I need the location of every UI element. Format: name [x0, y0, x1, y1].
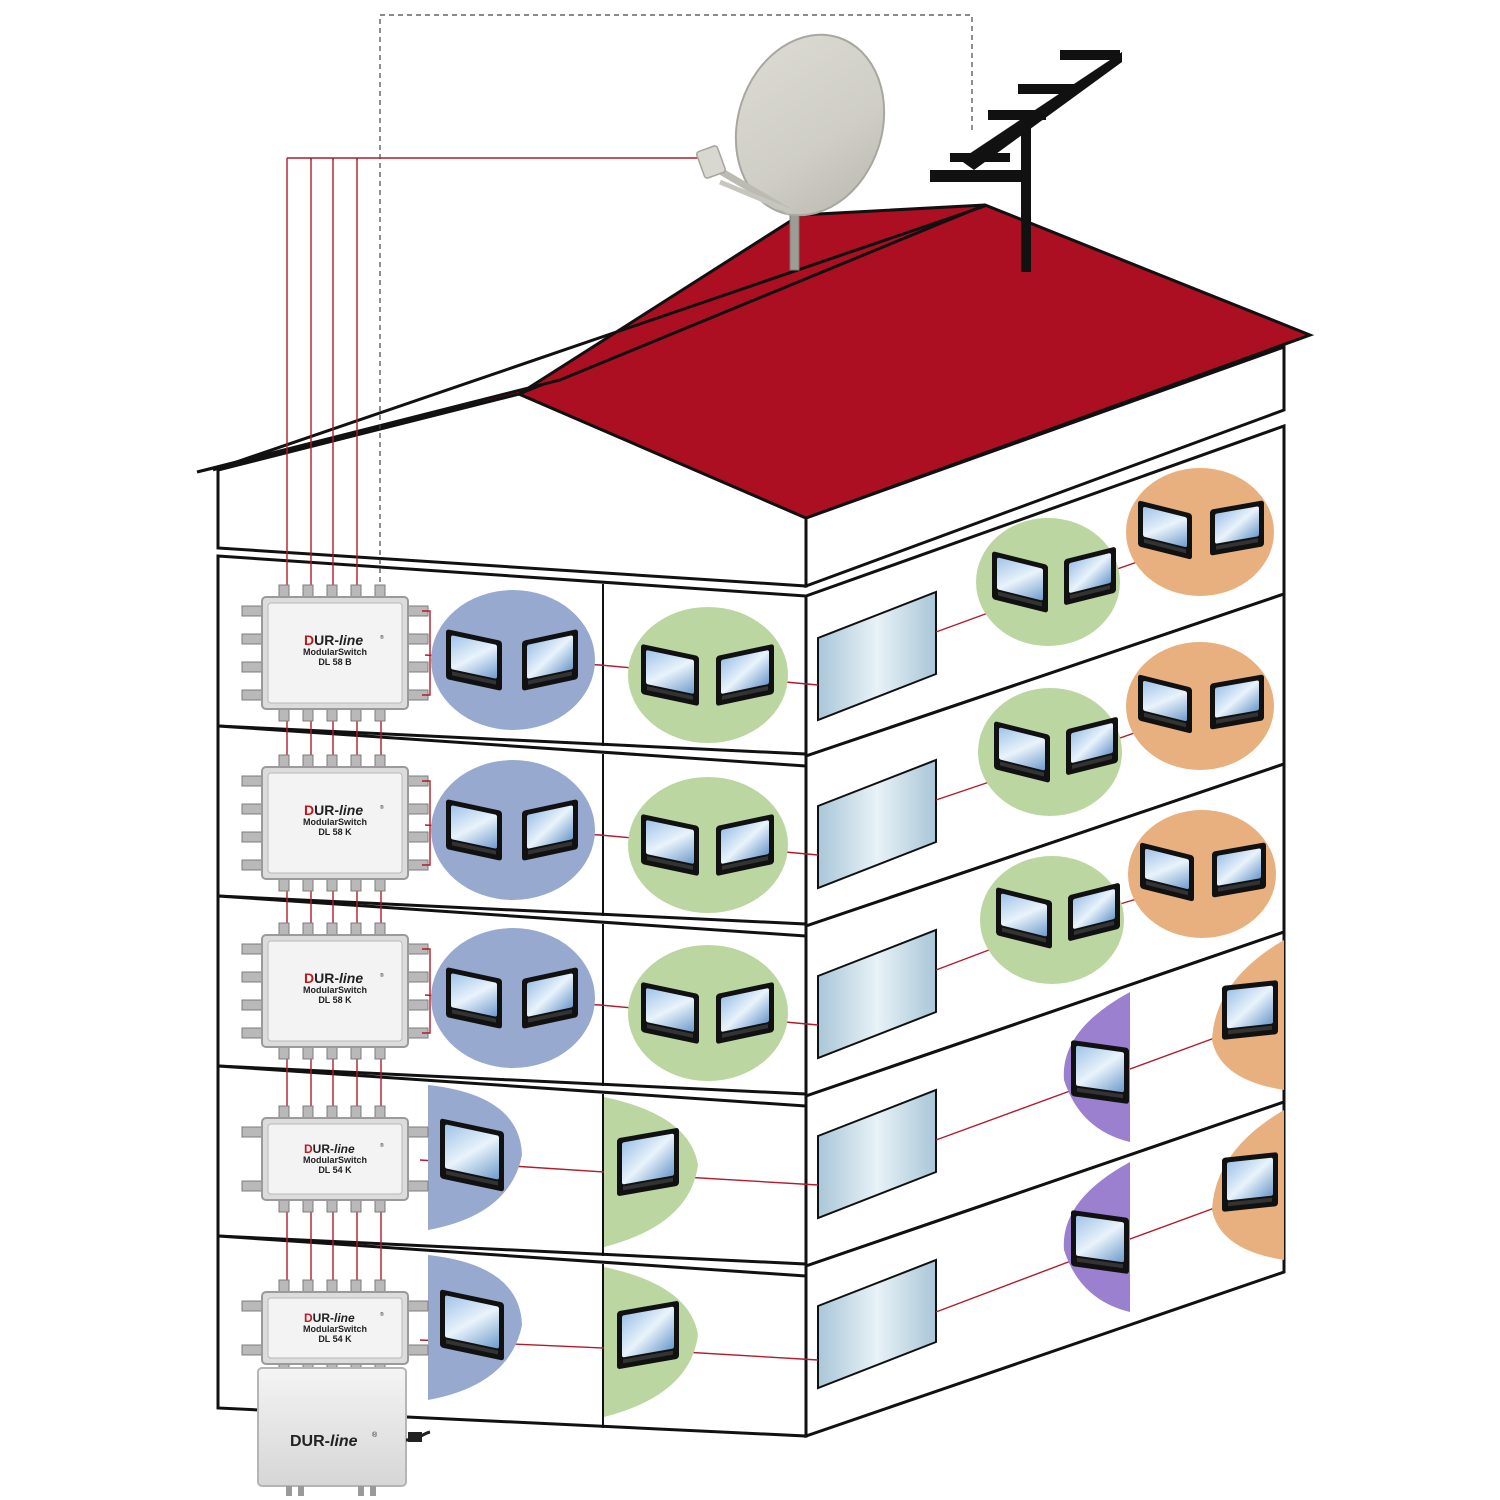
- tv-icon: [716, 814, 774, 876]
- switch-series-label: ModularSwitch: [303, 817, 367, 827]
- tv-icon: [716, 644, 774, 706]
- switch-model-label: DL 58 K: [318, 995, 352, 1005]
- tv-icon: [1071, 1040, 1129, 1104]
- tv-icon: [522, 629, 578, 691]
- tv-icon: [1138, 674, 1192, 734]
- tv-icon: [1064, 547, 1116, 605]
- registered-mark: ®: [380, 634, 384, 641]
- window: [817, 1258, 937, 1390]
- power-plug-icon: [405, 1430, 431, 1442]
- tv-icon: [1222, 1152, 1278, 1212]
- tv-icon: [446, 629, 502, 691]
- roof: [196, 203, 1315, 520]
- satellite-dish-icon: [695, 33, 886, 271]
- window: [817, 1088, 937, 1220]
- tv-icon: [996, 887, 1052, 949]
- tv-antenna-icon: [930, 50, 1122, 272]
- room-zone-orange: [1126, 642, 1274, 770]
- tv-icon: [1066, 717, 1118, 775]
- coax-cable: [422, 610, 431, 696]
- tv-icon: [641, 814, 699, 876]
- coax-cable: [422, 780, 431, 866]
- tv-icon: [1138, 500, 1192, 560]
- televisions: [440, 500, 1278, 1369]
- room-zone-orange: [1128, 810, 1276, 938]
- switch-brand-label: DUR-line: [304, 970, 363, 986]
- window: [817, 928, 937, 1060]
- switch-model-label: DL 54 K: [318, 1165, 352, 1175]
- room-zone-blue: [431, 928, 595, 1068]
- tv-icon: [992, 551, 1048, 613]
- tv-icon: [641, 982, 699, 1044]
- tv-icon: [641, 644, 699, 706]
- tv-icon: [1210, 500, 1264, 556]
- coax-cable: [422, 948, 431, 1034]
- tv-icon: [522, 967, 578, 1029]
- tv-icon: [1212, 842, 1266, 898]
- room-zone-green: [628, 607, 788, 743]
- tv-icon: [446, 967, 502, 1029]
- window: [817, 590, 937, 722]
- room-zone-blue: [431, 590, 595, 730]
- tv-icon: [446, 799, 502, 861]
- registered-mark: ®: [380, 972, 384, 979]
- tv-icon: [1068, 883, 1120, 941]
- terrestrial-cable: [379, 14, 973, 600]
- registered-mark: ®: [380, 1142, 384, 1149]
- tv-icon: [522, 799, 578, 861]
- tv-icon: [1140, 842, 1194, 902]
- roof-left-face: [196, 203, 986, 474]
- tv-icon: [440, 1289, 504, 1361]
- tv-icon: [1222, 980, 1278, 1040]
- switch-series-label: ModularSwitch: [303, 647, 367, 657]
- room-zone-green: [628, 945, 788, 1081]
- tv-icon: [1210, 674, 1264, 730]
- registered-mark: ®: [372, 1431, 378, 1439]
- power-supply-unit: DUR-line ®: [257, 1367, 431, 1496]
- switch-model-label: DL 54 K: [318, 1334, 352, 1344]
- room-zone-green: [628, 777, 788, 913]
- switch-model-label: DL 58 B: [318, 657, 352, 667]
- tv-icon: [617, 1128, 679, 1196]
- room-zone-blue: [431, 760, 595, 900]
- switch-series-label: ModularSwitch: [303, 1324, 367, 1334]
- switch-brand-label: DUR-line: [304, 1311, 355, 1325]
- roof-ridge-line: [212, 204, 986, 472]
- windows: [817, 590, 937, 1390]
- tv-icon: [1071, 1210, 1129, 1274]
- tv-icon: [617, 1301, 679, 1369]
- tv-icon: [994, 721, 1050, 783]
- registered-mark: ®: [380, 804, 384, 811]
- registered-mark: ®: [380, 1311, 384, 1318]
- switch-brand-label: DUR-line: [304, 802, 363, 818]
- floor-side-wall: [804, 1099, 1286, 1439]
- tv-icon: [440, 1118, 504, 1192]
- switch-series-label: ModularSwitch: [303, 1155, 367, 1165]
- window: [817, 758, 937, 890]
- tv-icon: [716, 982, 774, 1044]
- switch-brand-label: DUR-line: [304, 1142, 355, 1156]
- room-zone-orange: [1126, 468, 1274, 596]
- switch-model-label: DL 58 K: [318, 827, 352, 837]
- attic-side-wall: [804, 344, 1286, 589]
- psu-brand-label: DUR-line: [290, 1433, 358, 1450]
- switch-series-label: ModularSwitch: [303, 985, 367, 995]
- switch-brand-label: DUR-line: [304, 632, 363, 648]
